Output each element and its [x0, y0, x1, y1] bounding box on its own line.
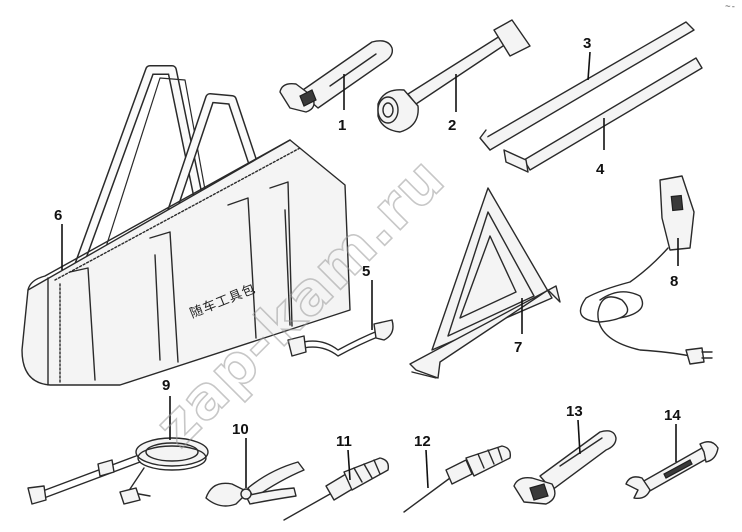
callout-numbers: 1 2 3 4 5 6 7 8 9 10 11 12 13 14 [54, 35, 681, 450]
callout-8: 8 [670, 273, 678, 290]
tow-hook-cable [287, 319, 394, 357]
callout-13: 13 [566, 403, 583, 420]
callout-1: 1 [338, 117, 346, 134]
callout-2: 2 [448, 117, 456, 134]
pliers [205, 461, 305, 507]
socket-extension [377, 19, 531, 133]
tool-bag: 随车工具包 [21, 65, 351, 386]
callout-14: 14 [664, 407, 681, 424]
callout-4: 4 [596, 161, 605, 178]
callout-10: 10 [232, 421, 249, 438]
callout-5: 5 [362, 263, 370, 280]
flat-screwdriver [283, 457, 390, 521]
jack-handle-rods [479, 21, 703, 173]
callout-12: 12 [414, 433, 431, 450]
tow-cable [27, 437, 209, 505]
leader-lines [61, 51, 679, 489]
phillips-screwdriver [403, 445, 512, 513]
tire-inflator-with-cord [579, 175, 713, 365]
large-adjustable-wrench [513, 430, 617, 505]
callout-3: 3 [583, 35, 591, 52]
callout-7: 7 [514, 339, 522, 356]
adjustable-wrench [279, 40, 394, 113]
callout-6: 6 [54, 207, 62, 224]
callout-11: 11 [336, 433, 352, 450]
callout-9: 9 [162, 377, 170, 394]
corner-mark: ~- [725, 2, 736, 12]
open-end-wrench [625, 441, 719, 500]
